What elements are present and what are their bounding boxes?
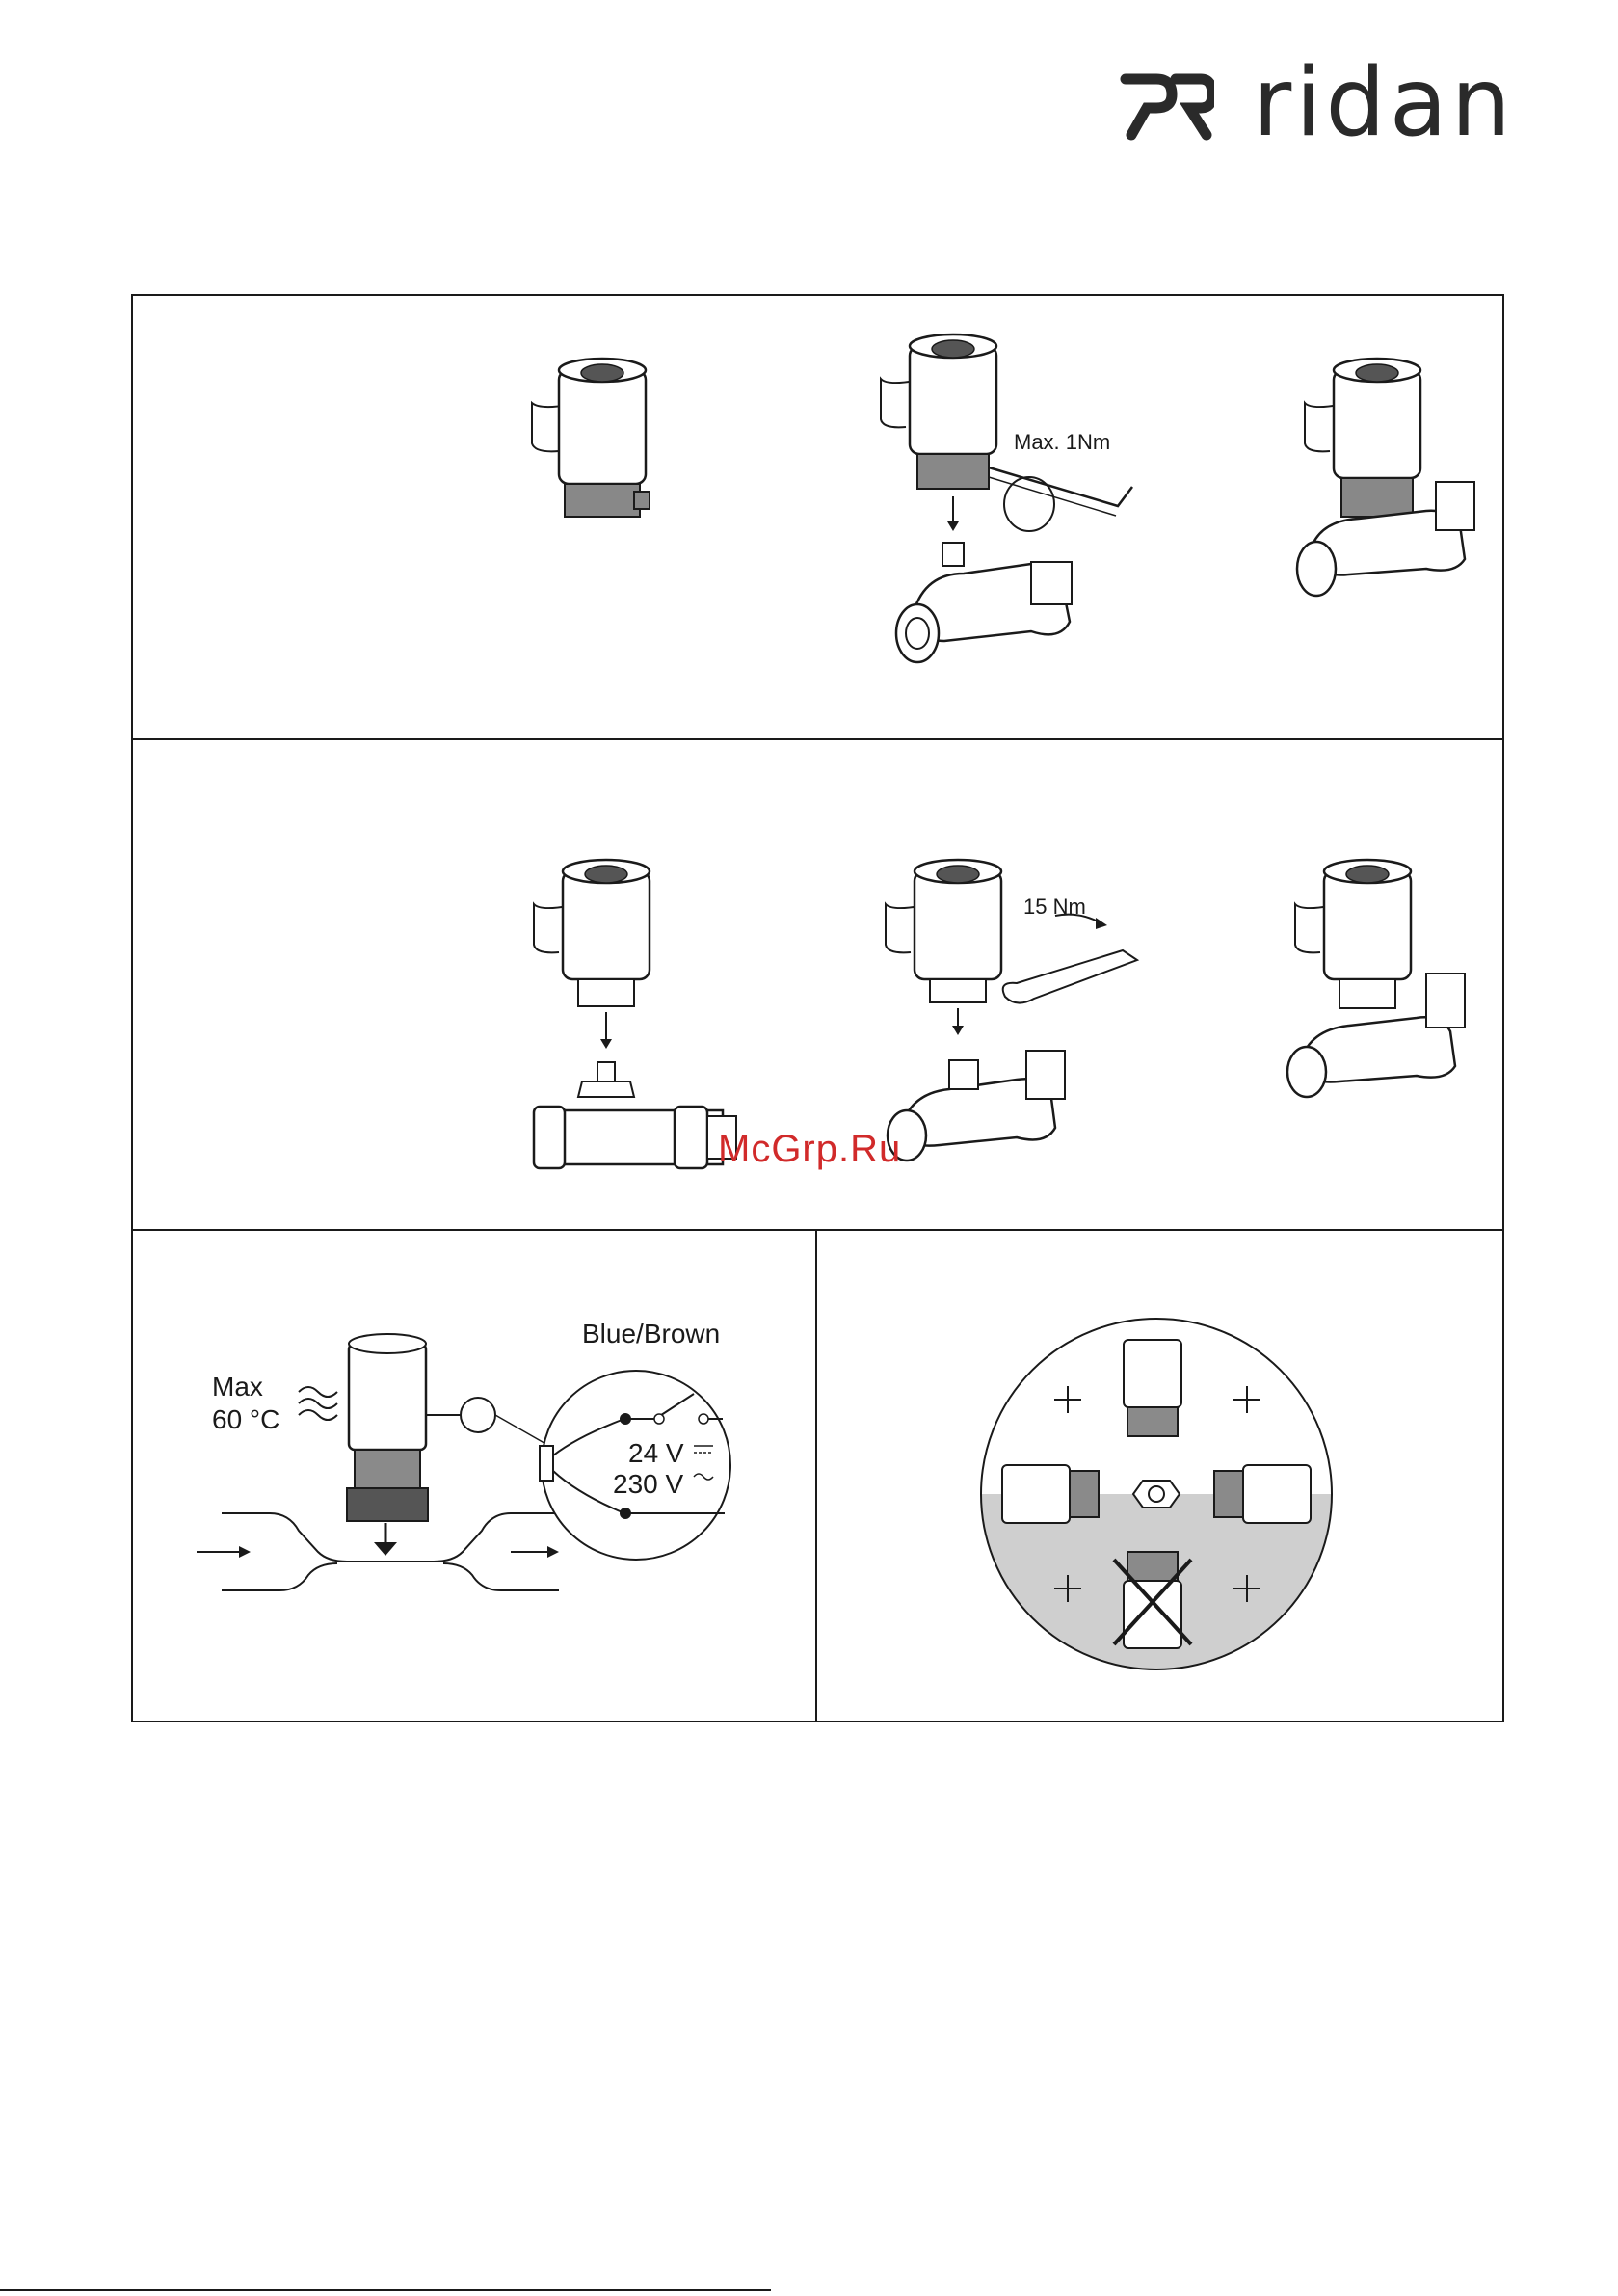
max-label: Max — [212, 1371, 279, 1403]
wire-color-label: Blue/Brown — [582, 1319, 720, 1349]
watermark: McGrp.Ru — [718, 1128, 901, 1171]
orientation-diagram — [973, 1311, 1339, 1677]
footer-rule — [0, 2284, 1618, 2296]
torque-label-1nm: Max. 1Nm — [1014, 430, 1110, 454]
temp-value: 60 °C — [212, 1403, 279, 1436]
max-temp-label: Max 60 °C — [212, 1371, 279, 1436]
torque-label-15nm: 15 Nm — [1023, 894, 1086, 919]
mounted-actuator-2-illustration — [1282, 858, 1474, 1108]
mounted-actuator-illustration — [1291, 357, 1484, 607]
torque-annotation-15nm: 15 Nm — [1021, 891, 1118, 925]
voltage-label-24v: 24 V — [628, 1438, 684, 1469]
voltage-label-230v: 230 V — [613, 1469, 683, 1500]
mounting-step-illustration — [867, 333, 1147, 689]
torque-annotation: Max. 1Nm — [1012, 424, 1127, 463]
actuator-illustration — [520, 357, 665, 549]
